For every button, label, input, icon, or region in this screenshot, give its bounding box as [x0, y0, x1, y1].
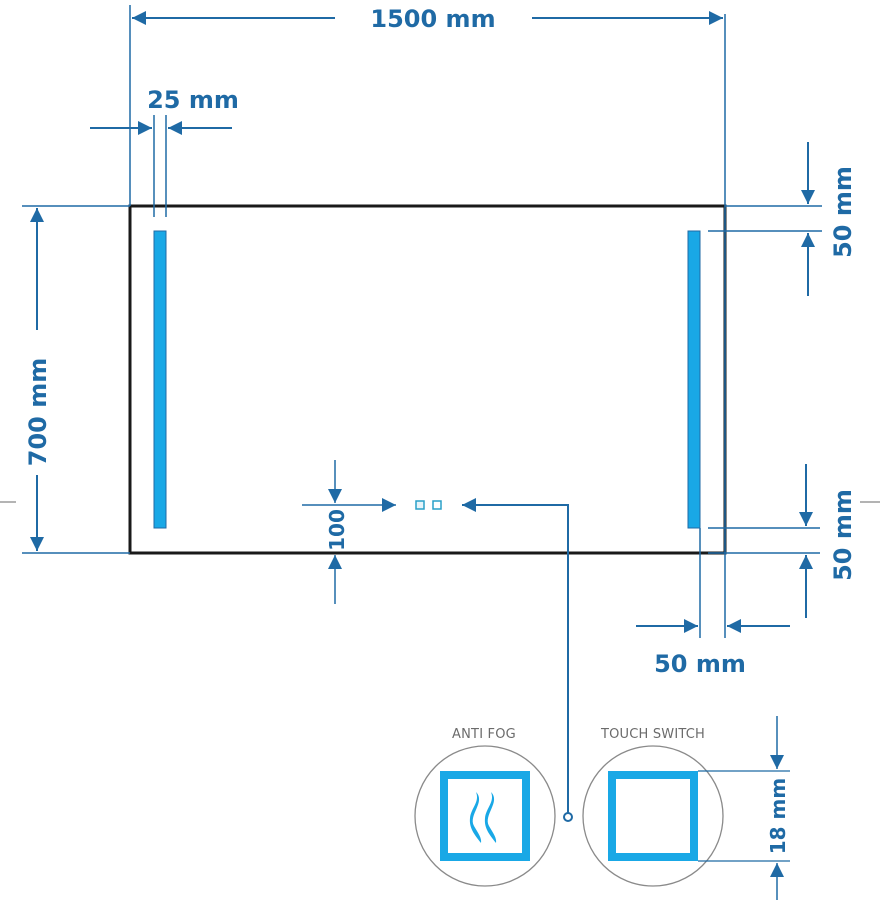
heat-waves-icon	[469, 792, 497, 843]
touch-switch-detail: TOUCH SWITCH	[582, 727, 724, 887]
width-label: 1500 mm	[370, 5, 495, 33]
right-margin-dimension: 50 mm	[636, 206, 790, 678]
bottom-margin-dimension: 50 mm	[708, 464, 857, 618]
switch-offset-dimension: 100	[302, 460, 396, 604]
led-inset-label: 25 mm	[147, 86, 239, 114]
width-dimension: 1500 mm	[129, 5, 726, 206]
detail-leader-line	[462, 498, 573, 822]
left-led-strip	[153, 230, 167, 529]
right-led-strip	[687, 230, 701, 529]
top-margin-label: 50 mm	[829, 166, 857, 258]
anti-fog-square	[440, 771, 530, 861]
square-icon	[608, 771, 698, 861]
touch-switch-circle	[582, 745, 724, 887]
right-margin-label: 50 mm	[654, 650, 746, 678]
switch-size-dimension: 18 mm	[698, 716, 790, 900]
height-label: 700 mm	[24, 358, 52, 466]
mirror-frame	[128, 204, 727, 555]
touch-switch-small	[432, 500, 442, 510]
switch-offset-label: 100	[325, 509, 349, 551]
switch-size-label: 18 mm	[766, 778, 790, 854]
bottom-margin-label: 50 mm	[829, 489, 857, 581]
touch-switch-label: TOUCH SWITCH	[600, 727, 705, 742]
anti-fog-label: ANTI FOG	[452, 727, 516, 742]
anti-fog-circle	[414, 745, 556, 887]
anti-fog-detail: ANTI FOG	[414, 727, 556, 887]
anti-fog-switch-small	[415, 500, 425, 510]
height-dimension: 700 mm	[22, 205, 130, 554]
top-margin-dimension: 50 mm	[708, 142, 857, 296]
led-inset-dimension: 25 mm	[90, 86, 239, 217]
mirror-switches	[415, 500, 442, 510]
